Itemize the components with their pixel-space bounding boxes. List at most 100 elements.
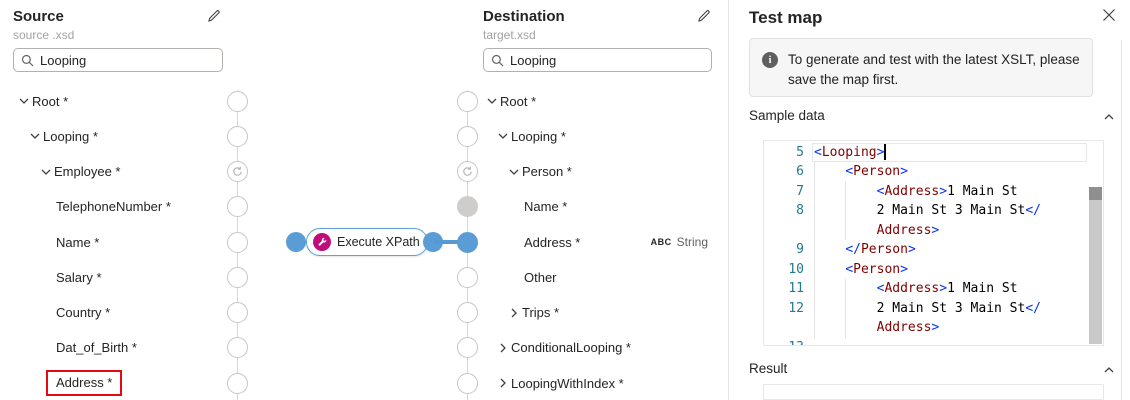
destination-node-trips[interactable]: Trips * (455, 296, 728, 330)
destination-search-input[interactable] (510, 52, 660, 68)
search-icon (21, 54, 34, 66)
destination-port-loopingwithindex[interactable] (456, 372, 478, 394)
indent-guide (845, 201, 847, 221)
code-line-wrap: Address> (764, 318, 1103, 338)
indent-guide (845, 279, 847, 299)
function-input-handle[interactable] (286, 232, 306, 252)
destination-node-other[interactable]: Other (455, 260, 728, 294)
source-node-employee[interactable]: Employee * (0, 155, 238, 189)
destination-node-root[interactable]: Root * (455, 84, 728, 118)
source-port-salary[interactable] (226, 266, 248, 288)
chevron-down-icon[interactable] (18, 95, 30, 107)
line-number: 11 (788, 281, 804, 296)
code-line-6: 6 <Person> (764, 162, 1103, 182)
editor-scrollbar[interactable] (1089, 187, 1102, 344)
source-panel: Source source .xsd Root * Looping * Employ… (0, 0, 238, 400)
destination-port-trips[interactable] (456, 302, 478, 323)
chevron-right-icon[interactable] (497, 377, 509, 389)
code-line-13: 13 (764, 338, 1103, 346)
tree-node-label: Country * (56, 305, 111, 320)
tree-node-label: Dat_of_Birth * (56, 340, 137, 356)
tree-node-label: Looping * (511, 128, 566, 144)
sample-data-editor[interactable]: 5<Looping>6 <Person>7 <Address>1 Main St… (763, 140, 1104, 346)
indent-guide (845, 298, 847, 318)
function-node-execute-xpath[interactable]: Execute XPath (306, 228, 428, 256)
code-line-9: 9 </Person> (764, 240, 1103, 260)
tree-node-label: Looping * (43, 128, 98, 144)
source-node-root[interactable]: Root * (0, 84, 238, 118)
indent-guide (814, 220, 815, 240)
destination-port-address[interactable] (456, 231, 478, 253)
destination-port-person-loop-icon[interactable] (456, 161, 478, 182)
indent-guide (814, 162, 815, 182)
edit-destination-icon[interactable] (696, 8, 712, 24)
source-tree: Root * Looping * Employee * TelephoneNumber… (0, 0, 238, 400)
code-line-10: 10 <Person> (764, 259, 1103, 279)
source-search-input[interactable] (40, 52, 190, 68)
chevron-down-icon[interactable] (40, 166, 52, 178)
chevron-right-icon[interactable] (508, 307, 520, 319)
tree-node-label: LoopingWithIndex * (511, 375, 624, 391)
destination-port-name[interactable] (456, 196, 478, 218)
tree-node-label: TelephoneNumber * (56, 199, 171, 215)
result-editor[interactable]: 1 Test your map to see results (763, 384, 1104, 400)
line-number: 9 (796, 242, 804, 257)
code-line-5: 5<Looping> (764, 142, 1103, 163)
code-line-wrap: Address> (764, 220, 1103, 240)
destination-node-conditionallooping[interactable]: ConditionalLooping * (455, 331, 728, 365)
collapse-result-icon[interactable] (1103, 363, 1115, 375)
source-port-country[interactable] (226, 302, 248, 323)
function-output-handle[interactable] (423, 232, 443, 252)
line-number: 10 (788, 261, 804, 277)
panel-scrollbar-track[interactable] (1121, 40, 1122, 400)
test-map-title: Test map (749, 8, 823, 27)
tree-node-label: Root * (32, 93, 69, 109)
chevron-down-icon[interactable] (486, 95, 498, 107)
source-port-dat-of-birth[interactable] (226, 337, 248, 359)
source-port-address[interactable] (226, 372, 248, 394)
destination-port-looping[interactable] (456, 125, 478, 147)
source-port-telephonenumber[interactable] (226, 196, 248, 218)
line-number: 7 (796, 183, 804, 199)
edit-source-icon[interactable] (206, 8, 222, 24)
source-port-root[interactable] (226, 90, 248, 112)
destination-port-other[interactable] (456, 266, 478, 288)
close-icon[interactable] (1101, 7, 1117, 23)
chevron-down-icon[interactable] (29, 130, 41, 142)
destination-panel: Destination target.xsd Root *Looping *Pe… (455, 0, 728, 400)
tree-node-label: Trips * (522, 305, 560, 320)
line-number: 8 (796, 203, 804, 218)
chevron-down-icon[interactable] (497, 130, 509, 142)
source-filename: source .xsd (13, 28, 75, 42)
line-number: 5 (796, 144, 804, 160)
source-node-name[interactable]: Name * (0, 225, 238, 259)
destination-port-conditionallooping[interactable] (456, 337, 478, 359)
destination-node-person[interactable]: Person * (455, 155, 728, 189)
destination-search[interactable] (483, 48, 712, 72)
source-node-address[interactable]: Address * (0, 366, 238, 400)
chevron-down-icon[interactable] (508, 166, 520, 178)
destination-node-looping[interactable]: Looping * (455, 119, 728, 153)
source-port-looping[interactable] (226, 125, 248, 147)
collapse-sample-data-icon[interactable] (1103, 110, 1115, 122)
source-node-telephonenumber[interactable]: TelephoneNumber * (0, 190, 238, 224)
source-node-country[interactable]: Country * (0, 296, 238, 330)
destination-node-name[interactable]: Name * (455, 190, 728, 224)
source-port-name[interactable] (226, 231, 248, 253)
source-node-salary[interactable]: Salary * (0, 260, 238, 294)
tree-node-label: ConditionalLooping * (511, 340, 631, 356)
chevron-right-icon[interactable] (497, 342, 509, 354)
source-node-looping[interactable]: Looping * (0, 119, 238, 153)
destination-node-loopingwithindex[interactable]: LoopingWithIndex * (455, 366, 728, 400)
source-node-dat-of-birth[interactable]: Dat_of_Birth * (0, 331, 238, 365)
abc-type-icon: ABC (650, 237, 672, 247)
indent-guide (814, 318, 815, 338)
destination-port-root[interactable] (456, 90, 478, 112)
source-port-employee-loop-icon[interactable] (226, 161, 248, 182)
source-title: Source (13, 8, 64, 25)
search-icon (491, 54, 504, 66)
source-search[interactable] (13, 48, 223, 72)
